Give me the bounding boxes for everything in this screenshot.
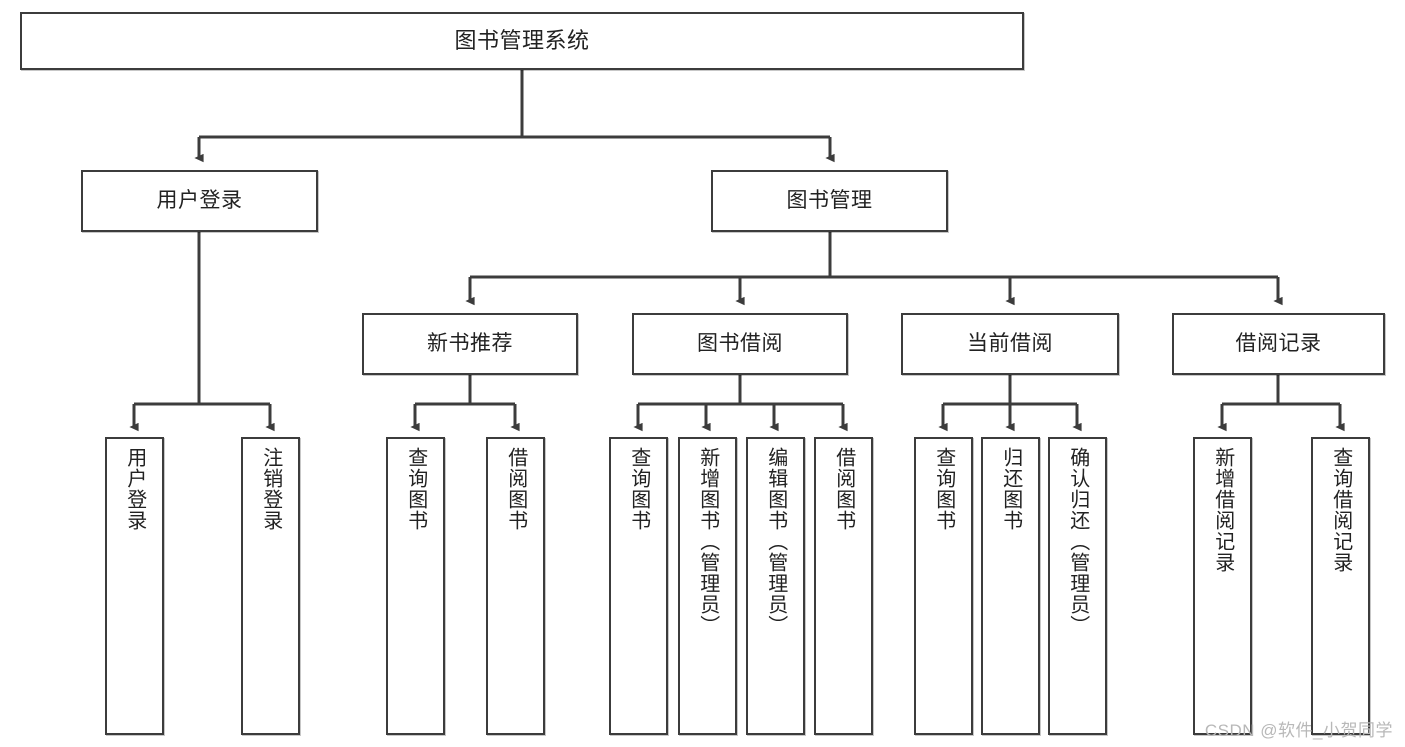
leaf-logout[interactable]: 注销登录 <box>241 437 300 735</box>
leaf-user-login-label: 用户登录 <box>123 447 146 531</box>
leaf-borrow-books-recommend[interactable]: 借阅图书 <box>486 437 545 735</box>
node-user-login-label: 用户登录 <box>156 189 243 213</box>
node-new-book-recommend[interactable]: 新书推荐 <box>362 313 578 375</box>
leaf-query-books-borrow-label: 查询图书 <box>627 447 650 531</box>
leaf-logout-label: 注销登录 <box>259 447 282 531</box>
watermark: CSDN @软件_小贺同学 <box>1204 721 1393 740</box>
leaf-query-borrow-record[interactable]: 查询借阅记录 <box>1311 437 1370 735</box>
leaf-query-books-current-label: 查询图书 <box>932 447 955 531</box>
leaf-query-borrow-record-label: 查询借阅记录 <box>1329 447 1352 573</box>
node-current-borrow-label: 当前借阅 <box>967 332 1053 356</box>
node-borrow-records[interactable]: 借阅记录 <box>1172 313 1385 375</box>
leaf-query-books-recommend[interactable]: 查询图书 <box>386 437 445 735</box>
leaf-add-book-admin-label: 新增图书（管理员） <box>696 447 719 636</box>
leaf-query-books-borrow[interactable]: 查询图书 <box>609 437 668 735</box>
node-book-borrow-label: 图书借阅 <box>697 332 783 356</box>
leaf-confirm-return-admin[interactable]: 确认归还（管理员） <box>1048 437 1107 735</box>
leaf-confirm-return-admin-label: 确认归还（管理员） <box>1066 447 1089 636</box>
leaf-borrow-books-borrow-label: 借阅图书 <box>832 447 855 531</box>
leaf-query-books-recommend-label: 查询图书 <box>404 447 427 531</box>
node-new-book-recommend-label: 新书推荐 <box>427 332 513 356</box>
node-root-label: 图书管理系统 <box>454 27 590 53</box>
node-root[interactable]: 图书管理系统 <box>20 12 1024 70</box>
leaf-add-borrow-record[interactable]: 新增借阅记录 <box>1193 437 1252 735</box>
leaf-add-borrow-record-label: 新增借阅记录 <box>1211 447 1234 573</box>
node-book-borrow[interactable]: 图书借阅 <box>632 313 848 375</box>
leaf-edit-book-admin-label: 编辑图书（管理员） <box>764 447 787 636</box>
leaf-query-books-current[interactable]: 查询图书 <box>914 437 973 735</box>
node-user-login[interactable]: 用户登录 <box>81 170 318 232</box>
leaf-add-book-admin[interactable]: 新增图书（管理员） <box>678 437 737 735</box>
node-current-borrow[interactable]: 当前借阅 <box>901 313 1119 375</box>
leaf-borrow-books-recommend-label: 借阅图书 <box>504 447 527 531</box>
node-book-management-label: 图书管理 <box>786 189 873 213</box>
node-book-management[interactable]: 图书管理 <box>711 170 948 232</box>
leaf-return-books[interactable]: 归还图书 <box>981 437 1040 735</box>
leaf-return-books-label: 归还图书 <box>999 447 1022 531</box>
node-borrow-records-label: 借阅记录 <box>1235 332 1322 356</box>
leaf-borrow-books-borrow[interactable]: 借阅图书 <box>814 437 873 735</box>
leaf-user-login[interactable]: 用户登录 <box>105 437 164 735</box>
leaf-edit-book-admin[interactable]: 编辑图书（管理员） <box>746 437 805 735</box>
